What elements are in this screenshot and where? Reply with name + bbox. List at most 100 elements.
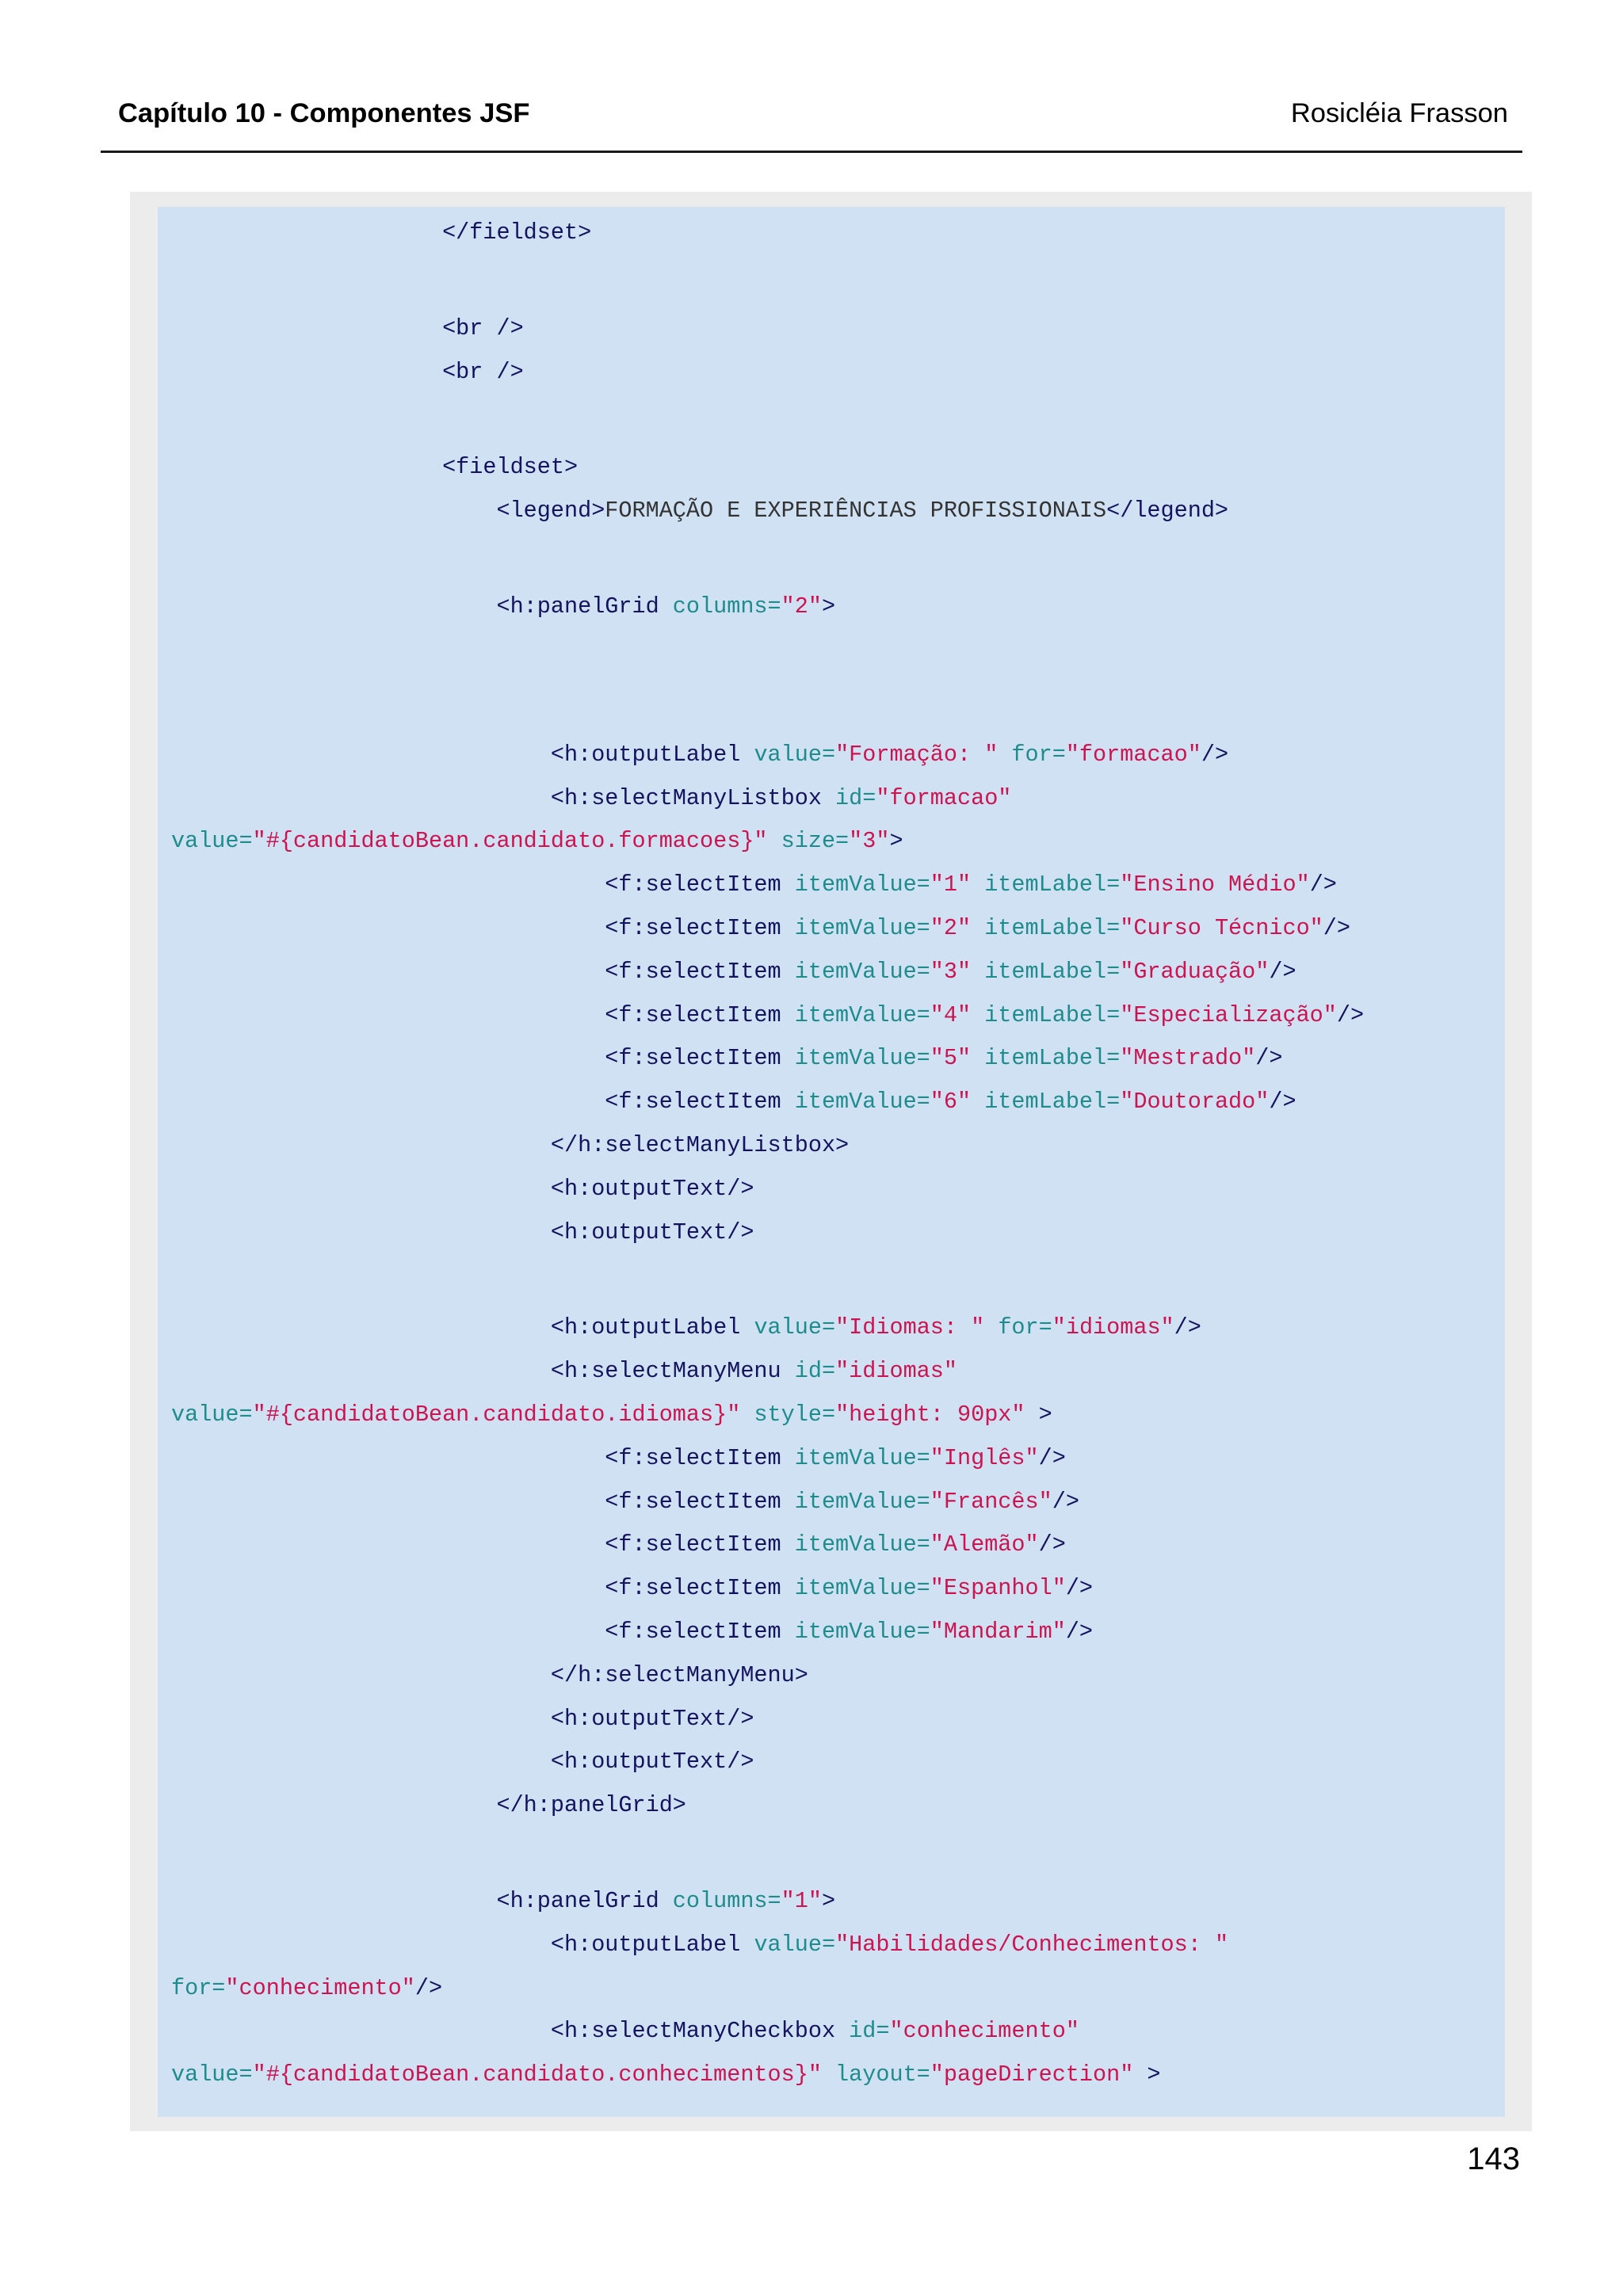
- code-token-attr: itemValue=: [781, 1531, 930, 1558]
- code-line: <h:outputText/>: [171, 1211, 1364, 1255]
- code-token-tag: <h:outputText/>: [550, 1175, 754, 1202]
- code-token-attr: value=: [171, 828, 253, 855]
- code-token-val: "Mandarim": [930, 1618, 1066, 1645]
- code-token-tag: />: [1323, 914, 1350, 941]
- code-token-tag: <br />: [442, 358, 524, 385]
- code-token-val: "idiomas": [1052, 1314, 1174, 1341]
- code-token-tag: />: [1269, 958, 1296, 985]
- code-token-ws: [171, 1749, 551, 1775]
- code-line: <f:selectItem itemValue="5" itemLabel="M…: [171, 1037, 1364, 1081]
- code-token-ws: [171, 1176, 551, 1202]
- chapter-title: Capítulo 10 - Componentes JSF: [118, 98, 530, 128]
- code-token-attr: itemLabel=: [971, 914, 1121, 941]
- code-line: <f:selectItem itemValue="3" itemLabel="G…: [171, 951, 1364, 994]
- code-token-val: "Ensino Médio": [1120, 871, 1310, 898]
- code-line: <f:selectItem itemValue="1" itemLabel="E…: [171, 864, 1364, 907]
- code-token-attr: itemValue=: [781, 1089, 930, 1116]
- code-blank-line: [171, 1254, 1364, 1306]
- code-token-tag: </h:selectManyMenu>: [550, 1661, 808, 1688]
- code-token-tag: <f:selectItem: [605, 1045, 781, 1072]
- code-token-tag: <fieldset>: [442, 454, 579, 481]
- code-token-val: "3": [930, 958, 972, 985]
- code-token-val: "Especialização": [1120, 1001, 1337, 1028]
- code-line: <h:outputLabel value="Idiomas: " for="id…: [171, 1306, 1364, 1350]
- code-token-val: "Idiomas: ": [835, 1314, 985, 1341]
- code-token-val: "Graduação": [1120, 958, 1270, 985]
- code-token-attr: itemLabel=: [971, 871, 1121, 898]
- code-token-val: "Habilidades/Conhecimentos: ": [835, 1931, 1229, 1958]
- code-line: <legend>FORMAÇÃO E EXPERIÊNCIAS PROFISSI…: [171, 490, 1364, 533]
- code-token-val: "height: 90px": [835, 1401, 1025, 1428]
- code-token-tag: </fieldset>: [442, 219, 592, 246]
- code-line: <h:panelGrid columns="2">: [171, 585, 1364, 629]
- code-token-tag: />: [1038, 1531, 1066, 1558]
- code-token-ws: [171, 742, 551, 768]
- code-token-tag: <f:selectItem: [605, 1618, 781, 1645]
- code-token-val: "Espanhol": [930, 1575, 1066, 1602]
- code-token-tag: </legend>: [1106, 498, 1229, 524]
- code-token-tag: >: [821, 1887, 836, 1914]
- code-token-attr: value=: [171, 2061, 253, 2088]
- code-line: <f:selectItem itemValue="Espanhol"/>: [171, 1567, 1364, 1611]
- code-token-ws: [171, 1575, 605, 1601]
- code-listing-background: [158, 207, 1505, 2117]
- code-token-val: "2": [930, 914, 972, 941]
- code-token-attr: value=: [740, 1931, 836, 1958]
- code-token-tag: <h:outputLabel: [550, 741, 741, 768]
- code-line: <f:selectItem itemValue="2" itemLabel="C…: [171, 907, 1364, 951]
- code-token-attr: itemValue=: [781, 1045, 930, 1072]
- code-line: <h:selectManyMenu id="idiomas": [171, 1350, 1364, 1394]
- code-token-val: "5": [930, 1045, 972, 1072]
- code-token-txt: FORMAÇÃO E EXPERIÊNCIAS PROFISSIONAIS: [605, 498, 1107, 524]
- code-token-tag: <f:selectItem: [605, 914, 781, 941]
- code-token-attr: id=: [781, 1358, 836, 1385]
- code-line: <h:selectManyCheckbox id="conhecimento": [171, 2010, 1364, 2054]
- code-token-ws: [171, 593, 496, 620]
- code-token-val: "#{candidatoBean.candidato.formacoes}": [252, 828, 768, 855]
- code-line: value="#{candidatoBean.candidato.formaco…: [171, 820, 1364, 864]
- code-token-attr: style=: [740, 1401, 836, 1428]
- code-token-tag: </h:selectManyListbox>: [550, 1131, 850, 1158]
- code-token-tag: <f:selectItem: [605, 1531, 781, 1558]
- code-blank-line: [171, 394, 1364, 446]
- code-token-tag: >: [1025, 1401, 1052, 1428]
- code-token-attr: itemLabel=: [971, 1001, 1121, 1028]
- code-token-tag: />: [1052, 1488, 1079, 1515]
- code-token-val: "2": [781, 593, 822, 620]
- code-token-ws: [171, 1792, 496, 1818]
- code-token-ws: [171, 1002, 605, 1028]
- code-token-attr: columns=: [659, 593, 781, 620]
- code-token-ws: [171, 1132, 551, 1158]
- code-token-val: "Curso Técnico": [1120, 914, 1323, 941]
- code-line: </h:selectManyListbox>: [171, 1124, 1364, 1168]
- code-token-attr: id=: [821, 784, 876, 811]
- code-token-ws: [171, 871, 605, 898]
- code-token-attr: itemValue=: [781, 958, 930, 985]
- code-token-ws: [171, 1888, 496, 1914]
- code-token-attr: itemLabel=: [971, 1045, 1121, 1072]
- code-line: <h:outputLabel value="Formação: " for="f…: [171, 734, 1364, 777]
- code-token-tag: >: [1133, 2061, 1161, 2088]
- code-blank-line: [171, 681, 1364, 734]
- code-line: value="#{candidatoBean.candidato.idiomas…: [171, 1394, 1364, 1437]
- code-token-tag: <f:selectItem: [605, 871, 781, 898]
- code-token-ws: [171, 1619, 605, 1645]
- code-token-attr: for=: [171, 1974, 226, 2001]
- code-token-val: "conhecimento": [225, 1974, 415, 2001]
- code-token-tag: />: [1336, 1001, 1365, 1028]
- code-token-tag: <h:outputLabel: [550, 1931, 741, 1958]
- code-token-ws: [171, 454, 442, 480]
- code-line: <h:selectManyListbox id="formacao": [171, 777, 1364, 821]
- page-number: 143: [1467, 2142, 1520, 2176]
- code-token-ws: [171, 1706, 551, 1732]
- code-token-ws: [171, 1932, 551, 1958]
- code-line: <fieldset>: [171, 446, 1364, 490]
- code-token-tag: >: [889, 828, 903, 855]
- code-token-tag: />: [1065, 1575, 1094, 1602]
- code-token-attr: value=: [740, 1314, 836, 1341]
- code-token-val: "formacao": [876, 784, 1012, 811]
- code-token-attr: columns=: [659, 1887, 781, 1914]
- code-token-tag: <h:outputText/>: [550, 1749, 754, 1775]
- code-line: <h:outputText/>: [171, 1168, 1364, 1211]
